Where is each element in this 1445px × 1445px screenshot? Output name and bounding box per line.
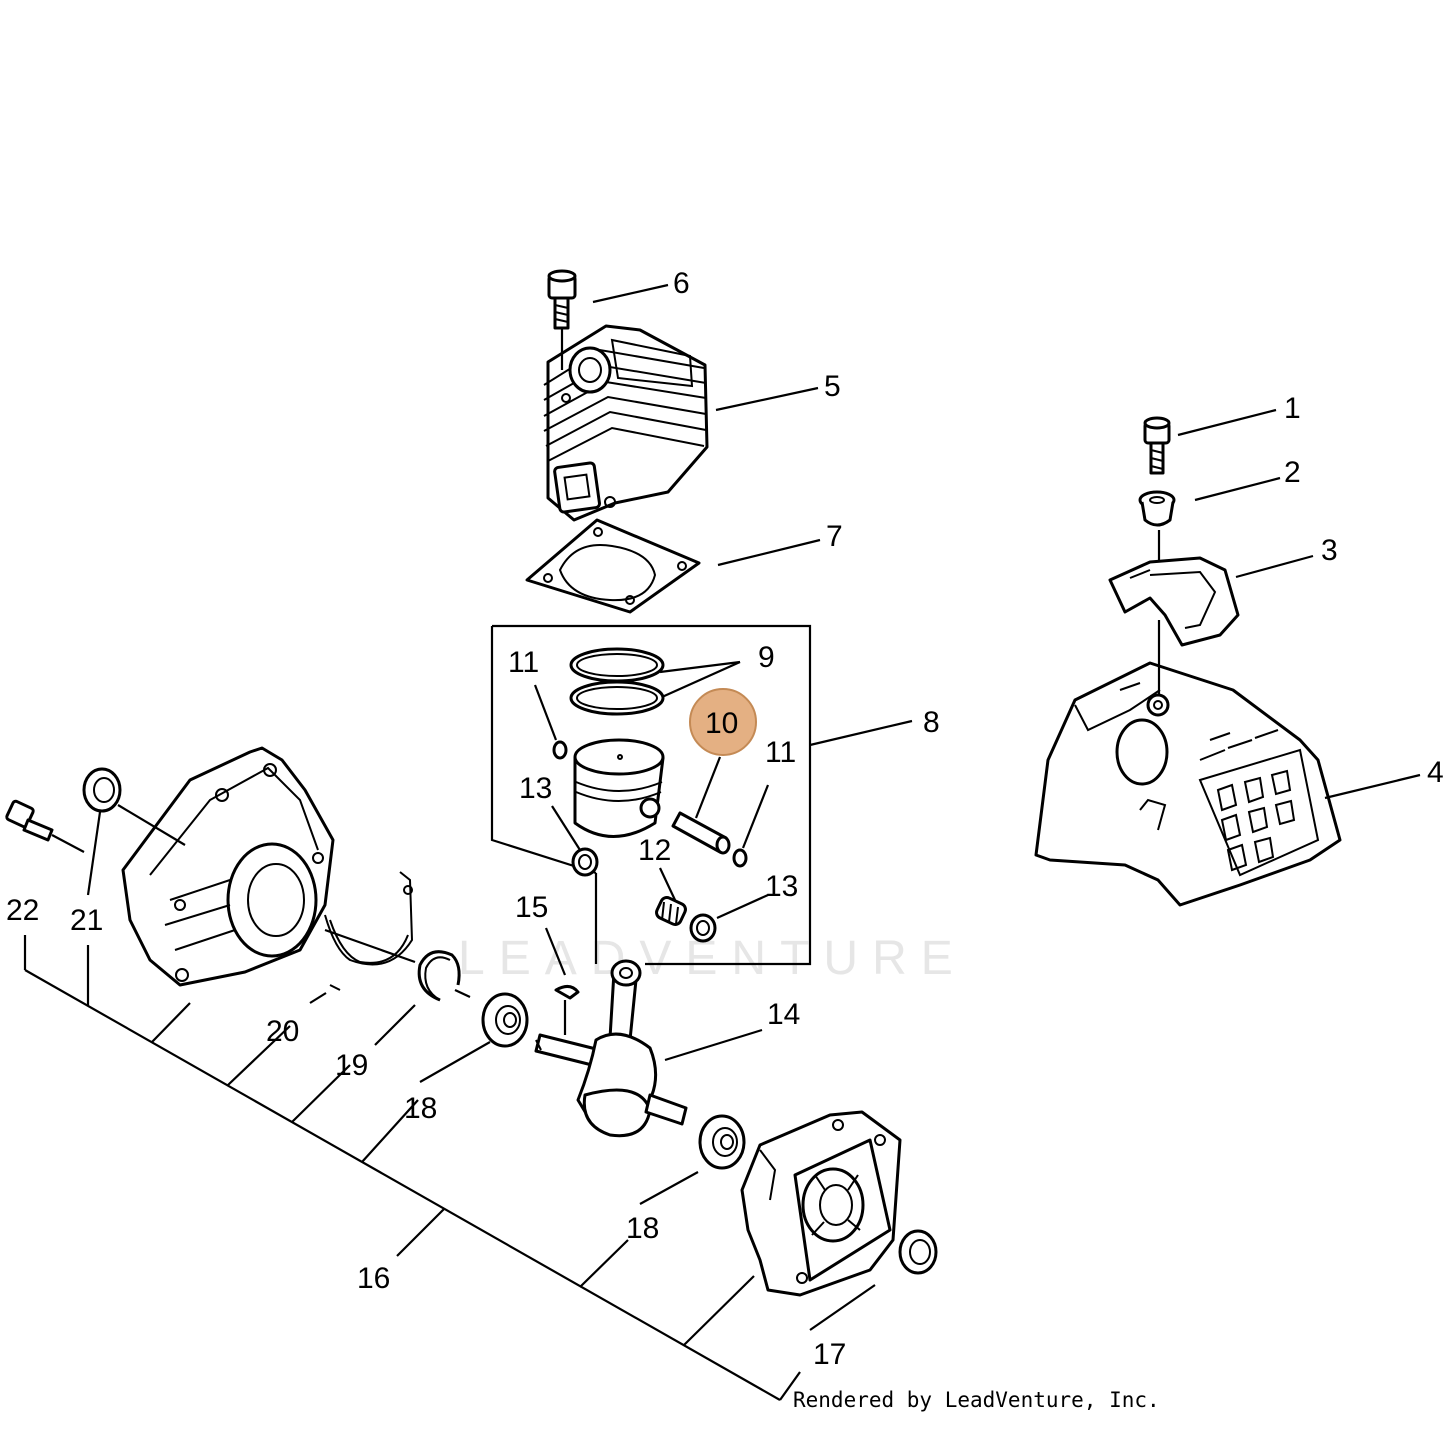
pin-clip-left[interactable]: [552, 740, 568, 760]
washer-right[interactable]: [689, 913, 717, 943]
callout-22: 22: [6, 894, 39, 927]
callout-15: 15: [515, 891, 548, 924]
callout-18-bottom: 18: [626, 1212, 659, 1245]
woodruff-key[interactable]: [554, 985, 580, 1000]
callout-7: 7: [826, 520, 843, 553]
callout-17: 17: [813, 1338, 846, 1371]
callout-13-right: 13: [765, 870, 798, 903]
callout-13-left: 13: [519, 772, 552, 805]
cylinder[interactable]: [543, 324, 709, 522]
grommet[interactable]: [1138, 490, 1176, 527]
callout-11-left: 11: [508, 646, 539, 679]
crankcase-right[interactable]: [740, 1110, 902, 1297]
callout-3: 3: [1321, 534, 1338, 567]
callout-2: 2: [1284, 456, 1301, 489]
callout-19: 19: [335, 1049, 368, 1082]
piston-kit-box: [492, 624, 812, 966]
callout-9: 9: [758, 641, 775, 674]
callout-4: 4: [1427, 756, 1444, 789]
render-credit: Rendered by LeadVenture, Inc.: [793, 1388, 1160, 1412]
cylinder-gasket[interactable]: [525, 518, 701, 614]
callout-1: 1: [1284, 392, 1301, 425]
callout-numbers: 1 2 3 4 5 6 7 8 9 10 11 11 12 13 13 14 1…: [6, 267, 1444, 1371]
crankcase-left[interactable]: [121, 746, 335, 987]
bearing-right[interactable]: [698, 1114, 746, 1170]
highlight-circle[interactable]: [689, 688, 757, 756]
callout-12: 12: [638, 834, 671, 867]
oil-seal-right[interactable]: [898, 1229, 938, 1275]
cylinder-bolt[interactable]: [547, 269, 577, 370]
pin-clip-right[interactable]: [732, 848, 748, 868]
cover-plate[interactable]: [1108, 556, 1240, 647]
washer-left[interactable]: [571, 847, 599, 877]
cover-bolt[interactable]: [1143, 416, 1171, 475]
callout-11-right: 11: [765, 736, 796, 769]
callout-20: 20: [266, 1015, 299, 1048]
needle-bearing[interactable]: [655, 896, 688, 927]
callout-5: 5: [824, 370, 841, 403]
callout-16: 16: [357, 1262, 390, 1295]
crankcase-bolt[interactable]: [5, 799, 85, 853]
snap-ring[interactable]: [417, 950, 461, 1002]
oil-seal-left[interactable]: [82, 767, 122, 813]
callout-6: 6: [673, 267, 690, 300]
callout-14: 14: [767, 998, 800, 1031]
callout-21: 21: [70, 904, 103, 937]
crankshaft[interactable]: [534, 959, 688, 1138]
cylinder-cover[interactable]: [1034, 661, 1342, 907]
callout-10[interactable]: 10: [705, 707, 738, 740]
crankcase-gasket[interactable]: [324, 871, 414, 991]
callout-8: 8: [923, 706, 940, 739]
leader-lines: [23, 283, 1421, 1401]
callout-18-top: 18: [404, 1092, 437, 1125]
piston-pin[interactable]: [671, 811, 731, 855]
piston[interactable]: [573, 738, 665, 838]
piston-rings[interactable]: [569, 647, 665, 716]
bearing-left[interactable]: [481, 992, 529, 1048]
watermark-text: LEADVENTURE: [458, 932, 967, 985]
